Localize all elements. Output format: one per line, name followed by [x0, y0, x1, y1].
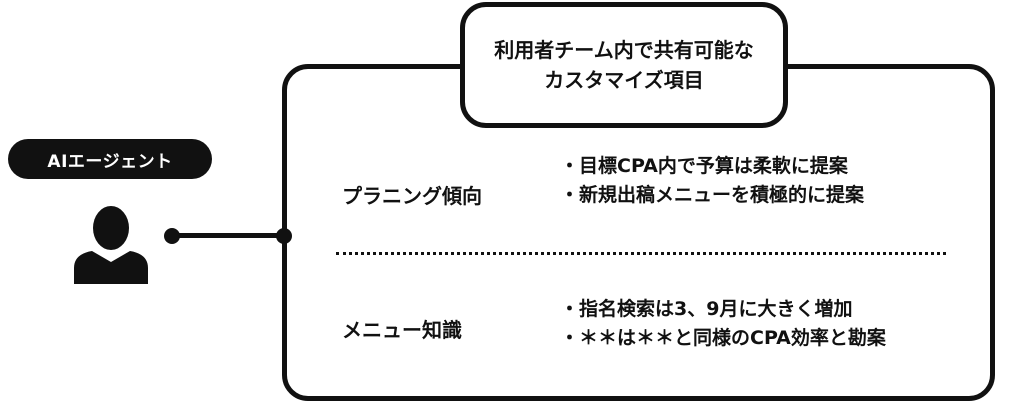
- section-bullets-menu: ・指名検索は3、9月に大きく増加 ・＊＊は＊＊と同様のCPA効率と勘案: [560, 295, 886, 353]
- bullet-item: ・目標CPA内で予算は柔軟に提案: [560, 155, 848, 177]
- connector-line: [172, 233, 286, 238]
- section-title-planning: プラニング傾向: [342, 184, 482, 208]
- section-title-menu: メニュー知識: [342, 318, 462, 342]
- person-icon: [74, 206, 148, 284]
- header-line-2: カスタマイズ項目: [544, 68, 704, 92]
- header-line-1: 利用者チーム内で共有可能な: [494, 38, 754, 62]
- bullet-item: ・指名検索は3、9月に大きく増加: [560, 298, 853, 320]
- panel-header: 利用者チーム内で共有可能な カスタマイズ項目: [460, 2, 788, 128]
- bullet-item: ・＊＊は＊＊と同様のCPA効率と勘案: [560, 327, 886, 349]
- connector-dot-right: [276, 228, 292, 244]
- section-bullets-planning: ・目標CPA内で予算は柔軟に提案 ・新規出稿メニューを積極的に提案: [560, 152, 864, 210]
- bullet-item: ・新規出稿メニューを積極的に提案: [560, 184, 865, 206]
- agent-label: AIエージェント: [8, 139, 212, 179]
- connector-dot-left: [164, 228, 180, 244]
- section-divider: [336, 252, 946, 255]
